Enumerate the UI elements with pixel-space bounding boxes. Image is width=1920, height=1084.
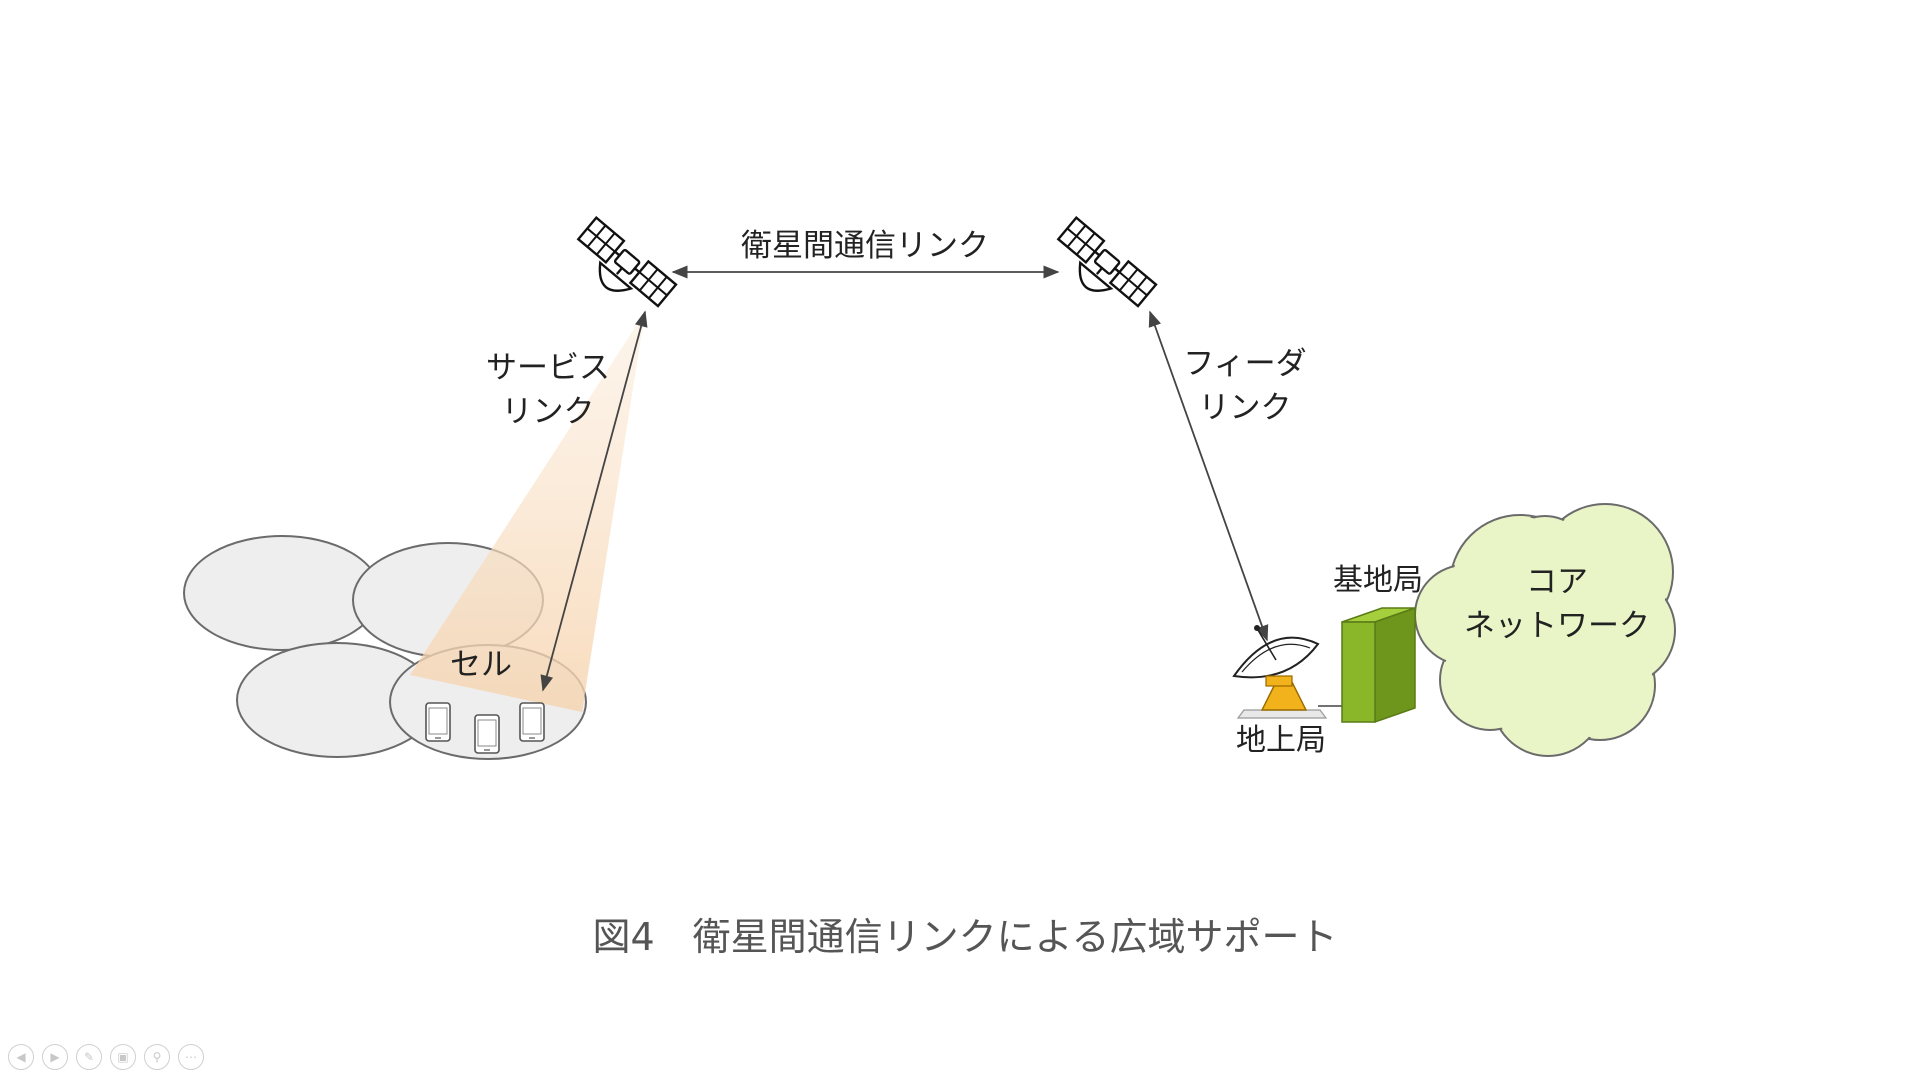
core-network-label-line1: コア: [1526, 564, 1588, 600]
core-network-label-line2: ネットワーク: [1464, 608, 1650, 644]
service-link-label-line2: リンク: [502, 394, 595, 430]
feeder-link-arrow: [1148, 310, 1269, 642]
slides-icon[interactable]: ▣: [110, 1044, 136, 1070]
core-network-cloud: [1414, 503, 1676, 757]
cell-ellipse-1: [183, 535, 381, 651]
phone-icon: [425, 702, 451, 742]
next-icon[interactable]: ▶: [42, 1044, 68, 1070]
feeder-link-label-line2: リンク: [1199, 390, 1292, 426]
slide-nav-controls: ◀ ▶ ✎ ▣ ⚲ ⋯: [8, 1044, 204, 1070]
figure-caption: 図4 衛星間通信リンクによる広域サポート: [592, 915, 1337, 959]
ground-station-dish-icon: [1232, 625, 1328, 719]
zoom-icon[interactable]: ⚲: [144, 1044, 170, 1070]
feeder-link-label-line1: フィーダ: [1183, 346, 1306, 382]
cell-label: セル: [450, 647, 512, 683]
phone-icon: [474, 714, 500, 754]
satellite-icon: [1056, 216, 1158, 308]
isl-label: 衛星間通信リンク: [741, 228, 989, 264]
base-station-label: 基地局: [1333, 563, 1423, 598]
base-station-icon: [1341, 606, 1416, 724]
service-link-arrow: [540, 310, 648, 692]
satellite-icon: [576, 216, 678, 308]
service-link-label-line1: サービス: [486, 350, 610, 386]
phone-icon: [519, 702, 545, 742]
pen-icon[interactable]: ✎: [76, 1044, 102, 1070]
more-icon[interactable]: ⋯: [178, 1044, 204, 1070]
prev-icon[interactable]: ◀: [8, 1044, 34, 1070]
ground-station-label: 地上局: [1236, 723, 1326, 758]
